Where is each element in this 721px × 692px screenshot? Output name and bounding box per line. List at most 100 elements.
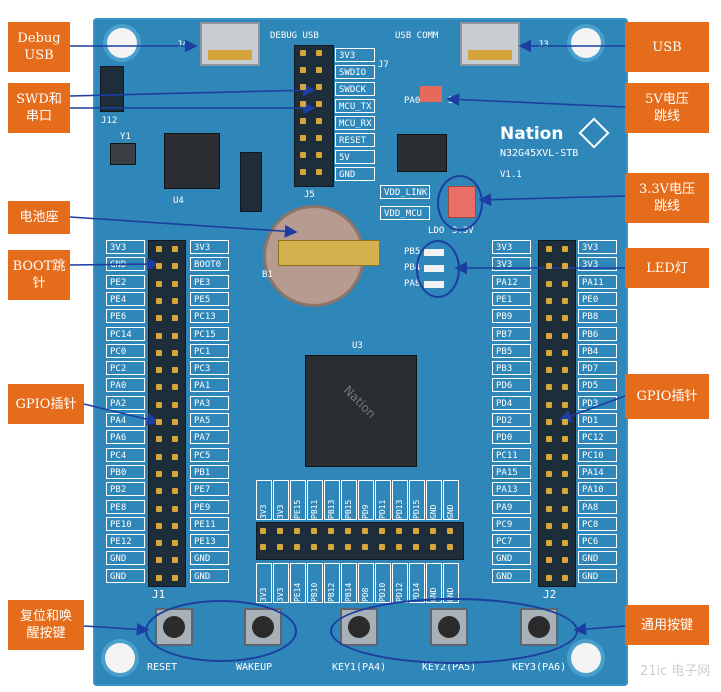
left-inner-pin-label: PC13 [190, 309, 229, 324]
j4-silk: J4 [177, 40, 188, 50]
right-inner-pin-label: PC9 [492, 516, 531, 531]
left-inner-pin-label: PC3 [190, 361, 229, 376]
bottom-gpio-header [256, 522, 464, 560]
right-outer-pin-label: PC10 [578, 447, 617, 462]
header-pin [546, 574, 552, 581]
right-inner-pin-label: GND [492, 551, 531, 566]
pa0-silk: PA0 [404, 96, 421, 106]
right-outer-pin-label: PC8 [578, 516, 617, 531]
right-inner-pin-label: GND [492, 568, 531, 583]
battery-clip [278, 240, 380, 266]
header-pin [311, 528, 317, 534]
header-pin [546, 367, 552, 374]
left-inner-pin-label: PE7 [190, 482, 229, 497]
header-pin [562, 263, 568, 270]
callout-gpio-left-text: GPIO插针 [15, 396, 77, 412]
header-pin [172, 401, 178, 408]
header-pin [562, 349, 568, 356]
header-pin [546, 280, 552, 287]
callout-swd-uart-text: SWD和 串口 [16, 92, 62, 124]
callout-led: LED灯 [625, 248, 709, 288]
header-pin [172, 574, 178, 581]
callout-led-text: LED灯 [646, 260, 688, 276]
header-pin [562, 488, 568, 495]
header-pin [546, 297, 552, 304]
header-pin [562, 557, 568, 564]
left-outer-pin-label: PE10 [106, 516, 145, 531]
led-pin-label: PA8 [404, 279, 421, 289]
header-pin [156, 384, 162, 391]
button-label: RESET [147, 662, 178, 673]
left-inner-pin-label: PE5 [190, 291, 229, 306]
callout-33v: 3.3V电压 跳线 [625, 173, 709, 223]
header-pin [562, 436, 568, 443]
left-outer-pin-label: GND [106, 568, 145, 583]
33v-silk: 3.3V [452, 226, 474, 236]
callout-5v-text: 5V电压 跳线 [645, 92, 689, 124]
vdd-mcu-label: VDD_MCU [380, 206, 430, 220]
header-pin [546, 540, 552, 547]
header-pin [562, 419, 568, 425]
b1-silk: B1 [262, 270, 273, 280]
header-pin [546, 488, 552, 495]
5v-jumper-cap [420, 86, 442, 102]
header-pin [562, 332, 568, 339]
header-pin [172, 297, 178, 304]
left-outer-pin-label: GND [106, 551, 145, 566]
left-outer-pin-label: PC2 [106, 361, 145, 376]
header-pin [172, 505, 178, 512]
right-inner-pin-label: PB5 [492, 343, 531, 358]
header-pin [294, 544, 300, 550]
header-pin [156, 557, 162, 564]
right-inner-pin-label: PA13 [492, 482, 531, 497]
j1-silk: J1 [152, 588, 166, 601]
header-pin [156, 401, 162, 408]
right-inner-pin-label: PA12 [492, 274, 531, 289]
callout-usb: USB [625, 22, 709, 72]
callout-33v-text: 3.3V电压 跳线 [638, 182, 696, 214]
right-outer-pin-label: 3V3 [578, 240, 617, 254]
callout-gpio-left: GPIO插针 [8, 384, 84, 424]
right-outer-pin-label: GND [578, 551, 617, 566]
left-inner-pin-label: GND [190, 551, 229, 566]
callout-user-keys: 通用按键 [625, 605, 709, 645]
header-pin [277, 544, 283, 550]
header-pin [277, 528, 283, 534]
header-pin [546, 349, 552, 356]
left-outer-pin-label: PA0 [106, 378, 145, 393]
header-pin [172, 280, 178, 287]
header-pin [562, 453, 568, 460]
header-pin [396, 528, 402, 534]
right-inner-pin-label: PB9 [492, 309, 531, 324]
left-outer-pin-label: PA6 [106, 430, 145, 445]
left-outer-pin-label: PE8 [106, 499, 145, 514]
header-pin [345, 544, 351, 550]
u4-silk: U4 [173, 196, 184, 206]
led-pin-label: PB4 [404, 263, 421, 273]
header-pin [562, 280, 568, 287]
header-pin [300, 118, 306, 124]
right-inner-pin-label: PC11 [492, 447, 531, 462]
left-inner-pin-label: PA7 [190, 430, 229, 445]
header-pin [546, 522, 552, 529]
arrow-battery [69, 216, 298, 238]
left-inner-pin-label: BOOT0 [190, 257, 229, 272]
header-pin [172, 315, 178, 322]
header-pin [156, 505, 162, 512]
header-pin [362, 528, 368, 534]
left-outer-pin-label: PA2 [106, 395, 145, 410]
left-inner-pin-label: PC15 [190, 326, 229, 341]
left-inner-pin-label: PB1 [190, 464, 229, 479]
header-pin [172, 349, 178, 356]
ldo-silk: LDO [428, 226, 445, 236]
header-pin [260, 544, 266, 550]
right-outer-pin-label: PC6 [578, 534, 617, 549]
right-outer-pin-label: PA11 [578, 274, 617, 289]
header-pin [447, 528, 453, 534]
header-pin [345, 528, 351, 534]
header-pin [172, 419, 178, 425]
header-pin [413, 528, 419, 534]
header-pin [172, 332, 178, 339]
left-inner-pin-label: GND [190, 568, 229, 583]
